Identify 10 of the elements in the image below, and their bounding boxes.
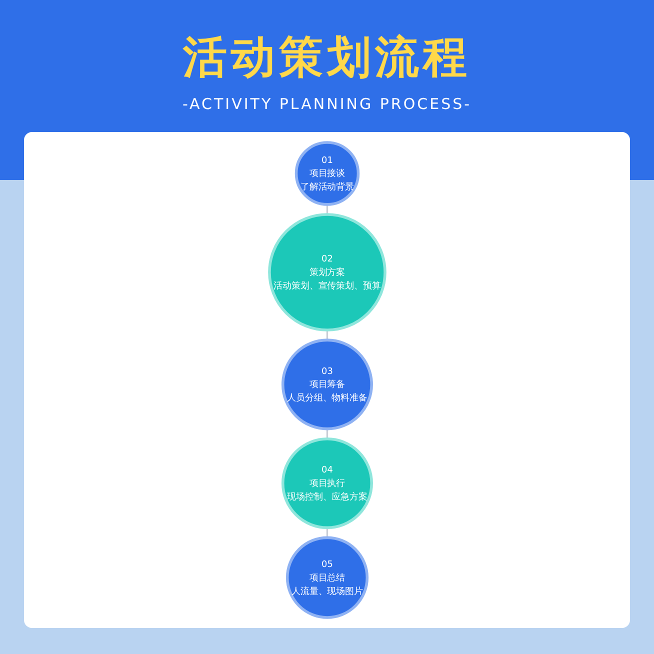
card-background: 01 项目接谈 了解活动背景 02 策划方案 活动策划、宣传策划、预算 03 项目筹备 人员分组、物料准备 04 项目执行 现场控制、应急方案 05 项目总结 人流量、现场图片 <box>24 132 630 628</box>
node-circle <box>281 338 373 430</box>
node-circle <box>294 141 360 206</box>
connector <box>326 528 328 538</box>
node-circle <box>268 213 386 332</box>
node-circle <box>281 438 373 530</box>
subtitle: -ACTIVITY PLANNING PROCESS- <box>182 95 472 113</box>
connector <box>326 428 328 439</box>
node-circle <box>286 536 368 619</box>
title: 活动策划流程 <box>183 31 471 85</box>
